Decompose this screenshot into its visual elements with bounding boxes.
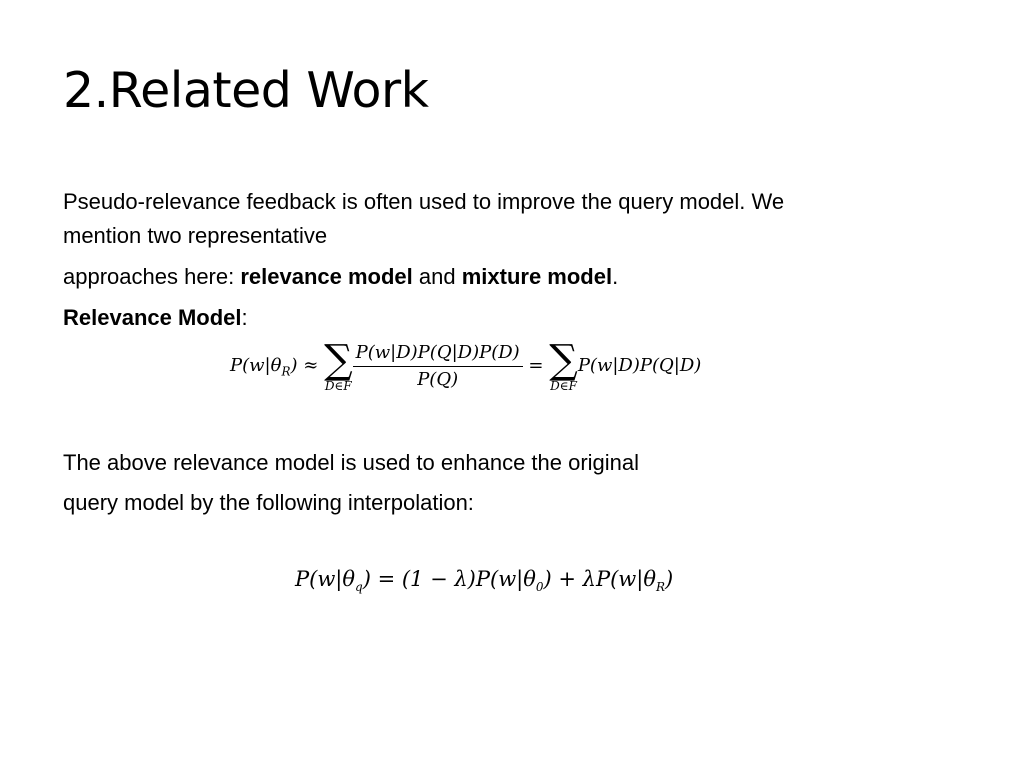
paragraph-approaches: approaches here: relevance model and mix…	[63, 260, 618, 294]
eq1-sum-1-sub: D∈F	[324, 379, 352, 393]
eq2-lhs-sub: q	[355, 580, 363, 595]
eq1-equals: =	[528, 355, 544, 376]
paragraph-intro: Pseudo-relevance feedback is often used …	[63, 185, 784, 253]
paragraph-intro-line-2: mention two representative	[63, 223, 328, 248]
approaches-prefix: approaches here:	[63, 264, 241, 289]
eq1-frac-denominator: P(Q)	[417, 368, 459, 390]
eq2-rhs-sub: R	[656, 580, 666, 595]
approaches-suffix: .	[612, 264, 619, 289]
eq1-frac-numerator: P(w|D)P(Q|D)P(D)	[352, 340, 523, 367]
relevance-model-heading-label: Relevance Model	[63, 305, 242, 330]
summation-icon: ∑	[324, 337, 353, 383]
eq1-lhs-close: ) ≈	[290, 355, 319, 376]
eq1-fraction: P(w|D)P(Q|D)P(D)P(Q)	[352, 340, 523, 393]
eq2-mid-sub: 0	[535, 580, 544, 595]
eq2-mid: = (1 − λ)P(w|θ	[370, 567, 536, 591]
eq1-lhs-sub: R	[281, 364, 291, 379]
relevance-model-term: relevance model	[240, 264, 413, 289]
eq1-sum-1: ∑D∈F	[324, 340, 353, 392]
eq2-lhs: P(w|θ	[295, 567, 356, 591]
paragraph-interpolation: The above relevance model is used to enh…	[63, 446, 639, 520]
relevance-model-heading-colon: :	[241, 305, 248, 330]
eq1-sum-2: ∑D∈F	[549, 340, 578, 392]
eq1-lhs: P(w|θ	[230, 355, 282, 376]
equation-interpolation: P(w|θq) = (1 − λ)P(w|θ0) + λP(w|θR)	[295, 562, 673, 604]
mixture-model-term: mixture model	[461, 264, 613, 289]
eq2-rhs-close: )	[665, 567, 674, 591]
paragraph-intro-line-1: Pseudo-relevance feedback is often used …	[63, 189, 785, 214]
eq1-rhs: P(w|D)P(Q|D)	[577, 355, 702, 376]
slide-title: 2.Related Work	[63, 62, 429, 119]
approaches-mid: and	[412, 264, 462, 289]
eq2-lhs-close: )	[362, 567, 371, 591]
paragraph-interpolation-line-1: The above relevance model is used to enh…	[63, 450, 640, 475]
paragraph-interpolation-line-2: query model by the following interpolati…	[63, 490, 474, 515]
eq2-mid-close: ) + λP(w|θ	[543, 567, 656, 591]
summation-icon: ∑	[549, 337, 578, 383]
eq1-sum-2-sub: D∈F	[550, 379, 577, 393]
relevance-model-heading: Relevance Model:	[63, 301, 248, 335]
